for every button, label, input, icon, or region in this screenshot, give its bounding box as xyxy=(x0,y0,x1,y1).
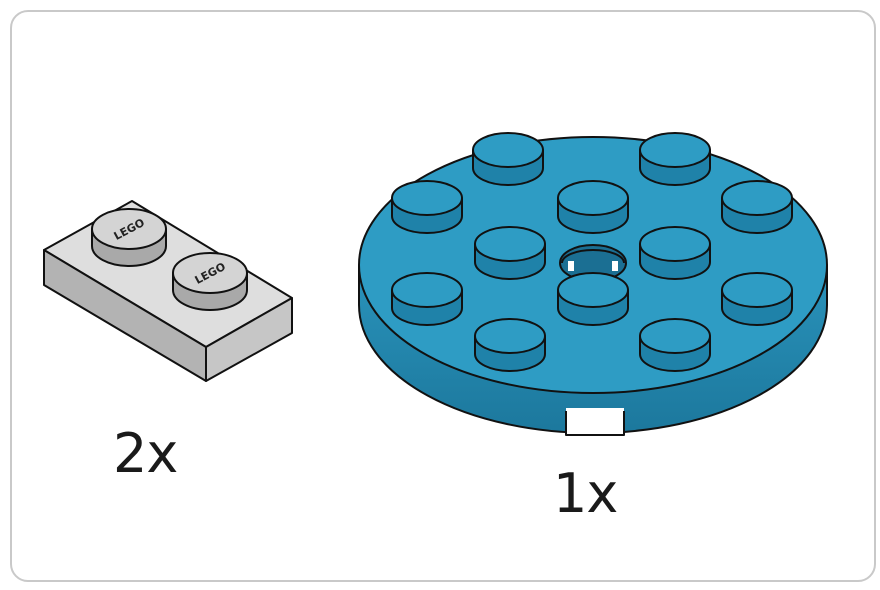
stud: LEGO xyxy=(91,208,167,267)
center-hole xyxy=(559,244,627,282)
plate-side-face xyxy=(205,297,293,382)
stud xyxy=(639,318,711,372)
quantity-label-round-plate: 1x xyxy=(553,462,618,525)
stud xyxy=(721,180,793,234)
stud xyxy=(472,132,544,186)
stud xyxy=(557,272,629,326)
stud: LEGO xyxy=(172,252,248,311)
stud xyxy=(391,272,463,326)
stud xyxy=(639,132,711,186)
quantity-label-plate: 2x xyxy=(113,422,178,485)
blue-round-plate-4x4 xyxy=(358,132,828,442)
stud xyxy=(391,180,463,234)
stud xyxy=(721,272,793,326)
stud xyxy=(557,180,629,234)
gray-plate-1x2: LEGO LEGO xyxy=(43,200,293,382)
round-plate-studs xyxy=(391,132,793,372)
stud xyxy=(474,226,546,280)
stud xyxy=(474,318,546,372)
round-plate-notch xyxy=(566,408,624,442)
stud xyxy=(639,226,711,280)
